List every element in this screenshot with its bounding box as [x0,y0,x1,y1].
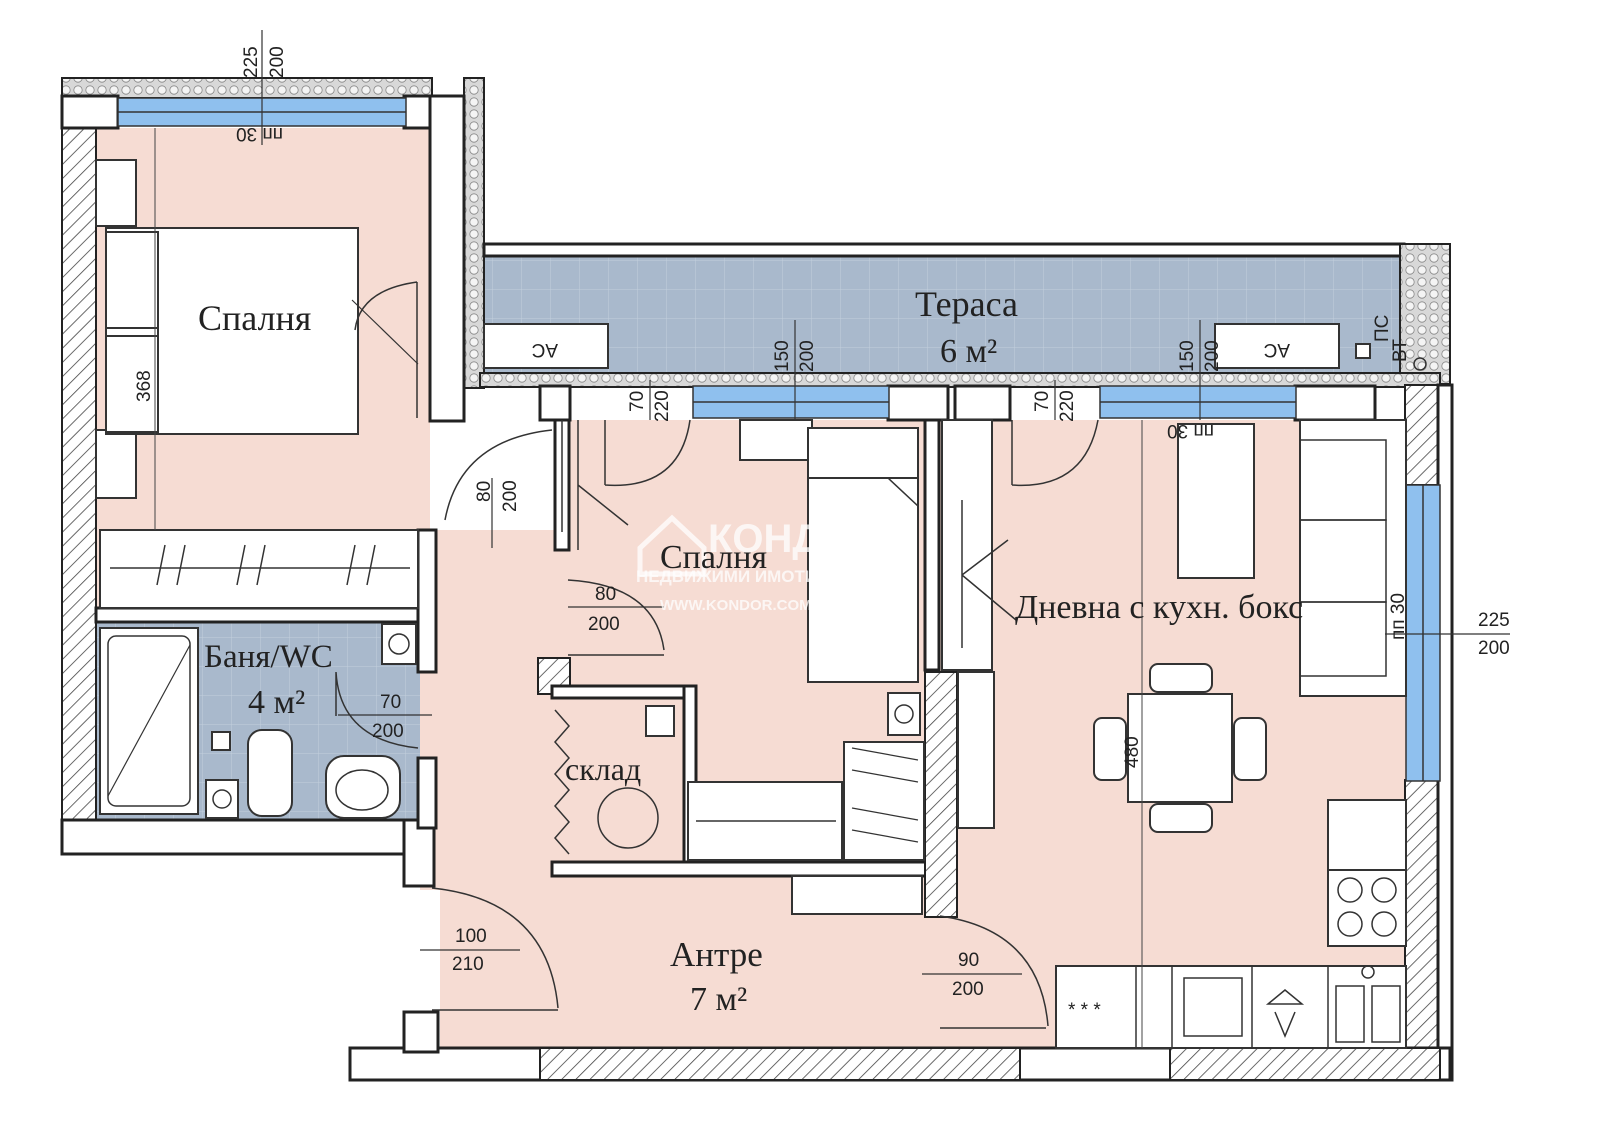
dim-living-window-h: 200 [1478,638,1510,659]
room-name-bathroom: Баня/WC [204,639,333,675]
dim-balcony-door1-w: 70 [627,391,648,412]
dim-balcony-door2-w: 70 [1032,391,1053,412]
dim-terrace-win1-w: 150 [772,340,793,372]
dim-terrace-win2-h: 200 [1202,340,1223,372]
dining-table [1127,693,1233,803]
room-name-living: Дневна с кухн. бокс [1015,589,1303,626]
kitchen-counter [1055,965,1407,1049]
coffee-table [1177,423,1255,579]
dimension-labels: 225 200 пп 30 368 480 150 200 150 200 70… [134,46,1510,1000]
ac-unit-left [483,323,609,369]
dim-bed-length: 368 [134,370,155,402]
fixture-labels: AC AC ПС ВТ * * * [532,315,1411,1021]
vt-label: ВТ [1390,339,1411,362]
ac-label-right: AC [1264,339,1290,360]
dim-living-window-w: 225 [1478,610,1510,631]
hob [1327,869,1407,947]
furniture [95,159,1427,1049]
dim-top-window-h: 200 [267,46,288,78]
doors [335,281,1099,1029]
dim-right-sill: пп 30 [1167,420,1214,441]
windows [117,97,1441,782]
ps-label: ПС [1372,315,1393,342]
dimension-lines [154,30,1510,1048]
watermark-subtitle: НЕДВИЖИМИ ИМОТИ [636,567,817,586]
wardrobe [99,529,419,609]
watermark-url: WWW.KONDOR.COM [660,597,812,614]
sofa [1299,419,1407,697]
watermark-brand: КОНДОР [708,517,879,561]
dim-entry-door-w: 100 [455,926,487,947]
dim-entry-door-h: 210 [452,954,484,975]
watermark: КОНДОР НЕДВИЖИМИ ИМОТИ WWW.KONDOR.COM [636,514,879,614]
dim-bedroom1-door-w: 80 [474,481,495,502]
toilet [247,729,293,817]
dim-balcony-door1-h: 220 [652,390,673,422]
dim-bedroom2-door-w: 80 [595,584,616,605]
room-name-storage: склад [565,751,641,787]
ac-label-left: AC [532,339,558,360]
walls [60,77,1454,1082]
dim-living-door-h: 200 [952,979,984,1000]
dim-terrace-win2-w: 150 [1177,340,1198,372]
room-name-terrace: Тераса [915,284,1018,324]
room-name-bedroom2: Спалня [660,539,767,576]
ac-unit-right [1214,323,1340,369]
dim-bath-door-h: 200 [372,721,404,742]
dim-living-door-w: 90 [958,950,979,971]
room-area-hall: 7 м² [690,981,747,1018]
dim-bath-door-w: 70 [380,692,401,713]
dim-table-length: 480 [1122,736,1143,768]
dim-terrace-win1-h: 200 [797,340,818,372]
room-area-terrace: 6 м² [940,333,997,370]
dim-top-sill: пп 30 [236,123,283,144]
room-name-bedroom1: Спалня [198,298,311,338]
dim-balcony-door2-h: 220 [1057,390,1078,422]
hob-symbol: * * * [1068,1000,1101,1021]
dim-living-window-sill: пп 30 [1388,593,1409,640]
room-name-hall: Антре [670,935,763,974]
room-area-bathroom: 4 м² [248,684,305,721]
room-labels: Спалня Спалня Тераса 6 м² Дневна с кухн.… [198,284,1303,1018]
dim-top-window-w: 225 [241,46,262,78]
dim-bedroom1-door-h: 200 [500,480,521,512]
dim-bedroom2-door-h: 200 [588,614,620,635]
washbasin [325,755,401,819]
